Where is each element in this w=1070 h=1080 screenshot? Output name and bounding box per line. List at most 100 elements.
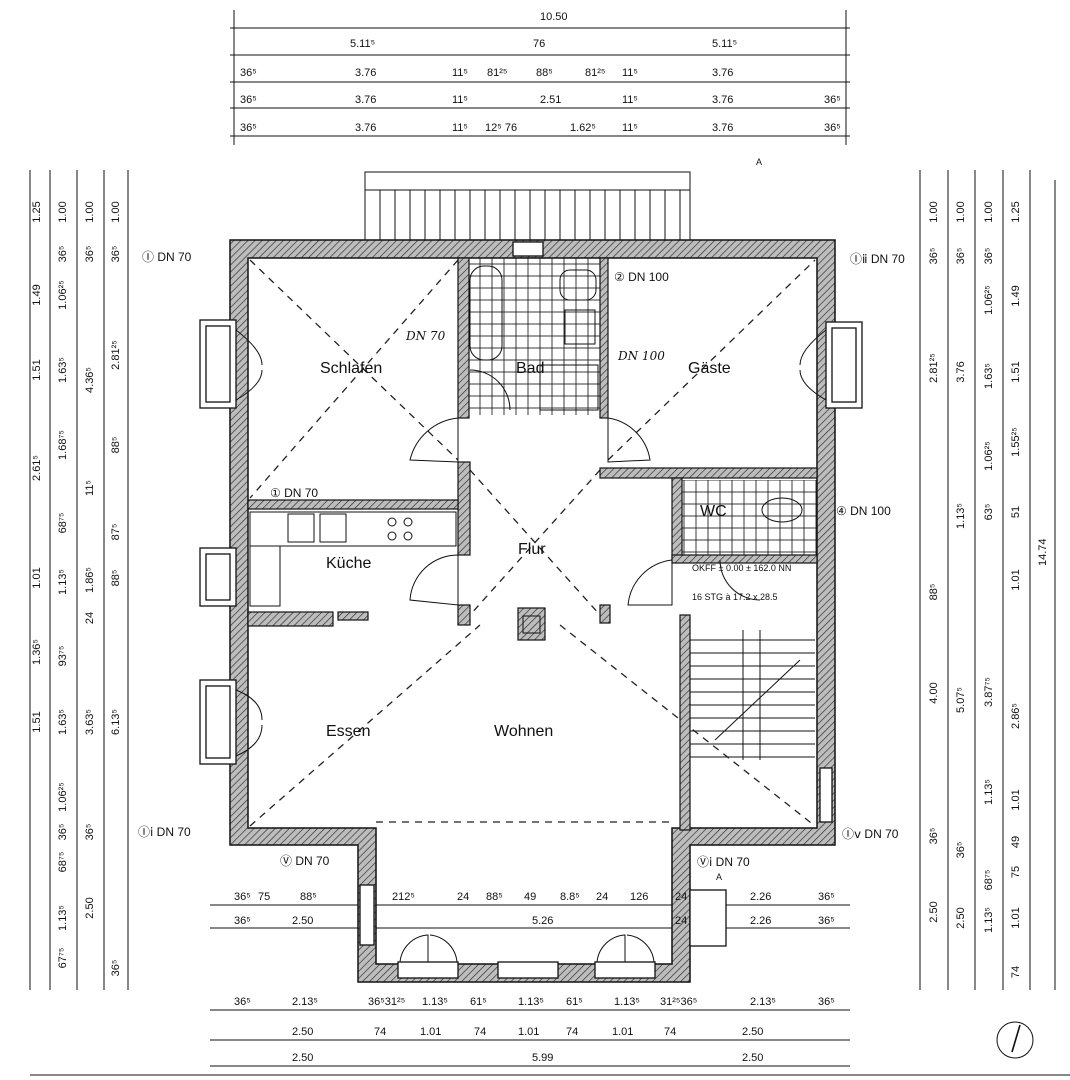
dimension-label: 11⁵ — [452, 67, 468, 79]
dimension-label: 36⁵ — [234, 996, 251, 1008]
dimension-label: 11⁵ — [452, 122, 468, 134]
dimension-label: 88⁵ — [536, 67, 553, 79]
dimension-label: 36⁵ — [84, 824, 96, 841]
dimension-label: 49 — [1010, 836, 1022, 848]
dimension-label: 75 — [258, 891, 270, 903]
handwritten-drain-note: DN 70 — [405, 329, 446, 343]
exterior-wall — [229, 239, 836, 983]
dimension-label: 3.76 — [955, 361, 967, 382]
dimension-label: 68⁷⁵ — [57, 513, 69, 534]
dimension-total-right: 14.74 — [1037, 538, 1049, 566]
drain-label: ④ DN 100 — [836, 504, 891, 518]
dimension-label: 1.01 — [1010, 907, 1022, 928]
dimension-label: 6.13⁵ — [110, 709, 122, 735]
interior-walls — [247, 257, 818, 831]
dimension-label: 36⁵ — [824, 122, 841, 134]
dimension-label: 5.26 — [532, 915, 553, 927]
dimension-lines — [29, 10, 1070, 1076]
dimension-label: 3.76 — [712, 122, 733, 134]
dimension-label: 4.36⁵ — [84, 367, 96, 393]
dimension-label: 2.50 — [292, 1026, 313, 1038]
dimension-label: 1.01 — [1010, 569, 1022, 590]
dimension-label: 24 — [596, 891, 608, 903]
dimension-label: 1.25 — [1010, 201, 1022, 222]
dimension-label: 36⁵ — [57, 824, 69, 841]
dimension-label: 1.36⁵ — [31, 639, 43, 665]
dimension-label: 87⁵ — [110, 524, 122, 541]
room-bad: Bad — [516, 360, 544, 377]
dimension-label: 36⁵31²⁵ — [368, 996, 405, 1008]
dimension-label: 2.26 — [750, 915, 771, 927]
dimension-label: 1.63⁵ — [57, 357, 69, 383]
drain-label: Ⓥ DN 70 — [280, 854, 330, 868]
dimension-label: 3.76 — [712, 67, 733, 79]
dimension-label: 74 — [374, 1026, 386, 1038]
handwritten-drain-note: DN 100 — [617, 349, 665, 363]
dimension-label: 2.61⁵ — [31, 455, 43, 481]
dimension-label: 76 — [533, 38, 545, 50]
drain-label: ② DN 100 — [614, 270, 669, 284]
drain-label: Ⓘ DN 70 — [142, 250, 192, 264]
dimension-label: 3.76 — [712, 94, 733, 106]
dimension-label: 4.00 — [928, 682, 940, 703]
dimension-label: 36⁵ — [818, 996, 835, 1008]
dimension-label: 1.25 — [31, 201, 43, 222]
dimension-label: 36⁵ — [234, 891, 251, 903]
dimension-label: 12⁵ 76 — [485, 122, 517, 134]
dimension-label: 3.76 — [355, 94, 376, 106]
north-arrow-needle — [1011, 1024, 1021, 1053]
dimension-label: 36⁵ — [84, 246, 96, 263]
dimension-label: 2.50 — [928, 901, 940, 922]
dimension-label: 1.00 — [955, 201, 967, 222]
dimension-label: 24 — [675, 915, 687, 927]
dimension-label: 36⁵ — [57, 246, 69, 263]
drain-label: Ⓥⅰ DN 70 — [697, 855, 750, 869]
fixtures — [249, 265, 803, 634]
dimension-label: 24 — [84, 612, 96, 624]
dimension-label: 93⁷⁵ — [57, 646, 69, 667]
dimension-label: 2.50 — [742, 1052, 763, 1064]
room-essen: Essen — [326, 723, 370, 740]
dimension-label: 1.55²⁵ — [1010, 427, 1022, 457]
dimension-label: 2.81²⁵ — [928, 353, 940, 383]
dimension-label: 1.13⁵ — [422, 996, 448, 1008]
dimension-label: 51 — [1010, 506, 1022, 518]
dimension-label: 81²⁵ — [585, 67, 605, 79]
dimension-label: 2.50 — [742, 1026, 763, 1038]
dimension-label: 3.76 — [355, 122, 376, 134]
dimension-label: 36⁵ — [928, 828, 940, 845]
dimension-label: 5.07⁵ — [955, 687, 967, 713]
dimension-label: 2.26 — [750, 891, 771, 903]
dimension-label: 3.63⁵ — [84, 709, 96, 735]
drain-label: ① DN 70 — [270, 486, 318, 500]
dimension-label: 11⁵ — [452, 94, 468, 106]
dimension-label: 126 — [630, 891, 648, 903]
dimension-label: 1.06²⁵ — [983, 441, 995, 471]
dimension-label: 36⁵ — [240, 122, 257, 134]
annotations: Ⓘ DN 70 ② DN 100 DN 70 DN 100 Ⓘⅱ DN 70 ①… — [138, 157, 1034, 1059]
dimension-label: 74 — [664, 1026, 676, 1038]
dimension-label: 36⁵ — [824, 94, 841, 106]
dimension-label: 2.13⁵ — [292, 996, 318, 1008]
dimension-label: 67⁷⁵ — [57, 948, 69, 969]
dimension-label: 1.06²⁵ — [57, 782, 69, 812]
dimension-label: 1.01 — [420, 1026, 441, 1038]
dimension-label: 88⁵ — [110, 570, 122, 587]
dimension-label: 88⁵ — [110, 437, 122, 454]
room-gaeste: Gäste — [688, 360, 731, 377]
dimension-label: 2.50 — [955, 907, 967, 928]
dimension-label: 24 — [675, 891, 687, 903]
dimension-label: 2.81²⁵ — [110, 340, 122, 370]
dimension-label: 3.76 — [355, 67, 376, 79]
entrance-stairs — [364, 171, 691, 241]
dimension-label: 11⁵ — [84, 480, 96, 496]
wc-tiles — [682, 480, 817, 555]
dimension-label: 1.00 — [57, 201, 69, 222]
dimension-label: 31²⁵36⁵ — [660, 996, 697, 1008]
dimension-label: 61⁵ — [470, 996, 487, 1008]
dimension-label: 88⁵ — [486, 891, 503, 903]
dimension-label: 1.06²⁵ — [983, 285, 995, 315]
dimension-label: 1.13⁵ — [983, 779, 995, 805]
dimension-label: 1.01 — [31, 567, 43, 588]
